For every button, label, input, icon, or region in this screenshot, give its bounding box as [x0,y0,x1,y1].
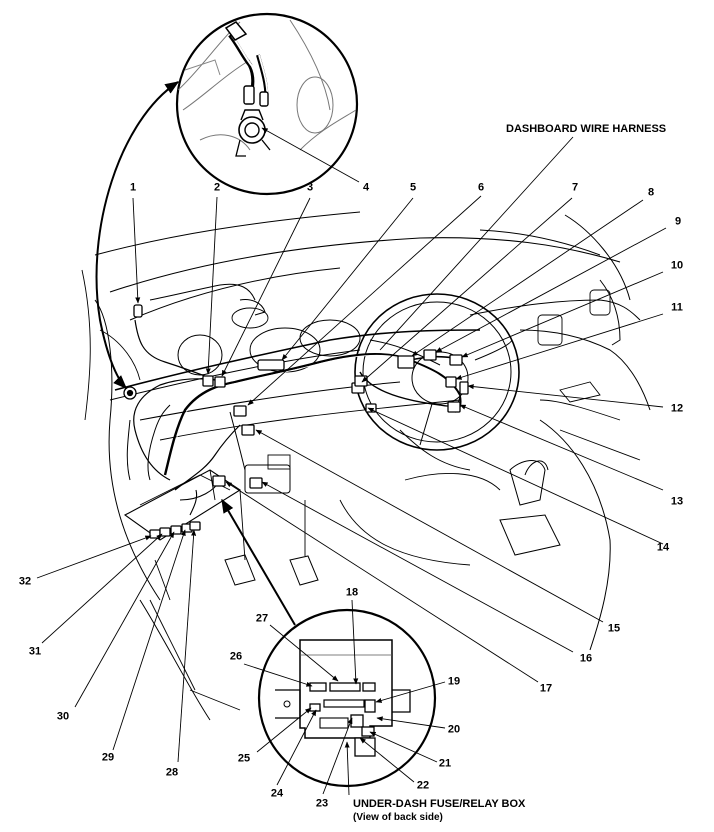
connectors [123,304,469,539]
inset-link-arrow [95,81,180,389]
callout-27: 27 [255,612,269,625]
fuse-box-link-arrow [221,498,296,626]
callout-15: 15 [607,622,621,635]
callout-23: 23 [315,797,329,810]
callout-31: 31 [28,645,42,658]
callout-30: 30 [56,710,70,723]
callout-22: 22 [416,779,430,792]
callout-1: 1 [129,181,137,194]
fuse-box-label: UNDER-DASH FUSE/RELAY BOX [353,798,526,810]
leader-lines [36,127,667,796]
callout-13: 13 [670,495,684,508]
callout-11: 11 [671,301,683,314]
callout-17: 17 [539,682,553,695]
callout-21: 21 [438,757,452,770]
callout-5: 5 [409,181,417,194]
callout-16: 16 [579,652,593,665]
callout-28: 28 [165,766,179,779]
dashboard-wire-harness-label: DASHBOARD WIRE HARNESS [506,123,667,135]
callout-20: 20 [447,723,461,736]
wire-harness [126,319,462,516]
top-inset-detail [175,12,359,196]
callout-18: 18 [345,586,359,599]
fuse-box-inset [257,608,437,788]
dashboard-body [81,211,651,721]
callout-24: 24 [270,787,284,800]
callout-12: 12 [670,402,684,415]
callout-14: 14 [656,541,670,554]
callout-29: 29 [101,751,115,764]
callout-8: 8 [647,186,655,199]
callout-26: 26 [229,650,243,663]
fuse-box-view-note: (View of back side) [353,812,443,823]
callout-6: 6 [477,181,485,194]
callout-4: 4 [362,181,370,194]
callout-10: 10 [670,259,684,272]
callout-32: 32 [18,575,32,588]
callout-25: 25 [237,752,251,765]
callout-7: 7 [571,181,579,194]
callout-2: 2 [213,181,221,194]
callout-9: 9 [674,215,682,228]
callout-3: 3 [306,181,314,194]
callout-19: 19 [447,675,461,688]
